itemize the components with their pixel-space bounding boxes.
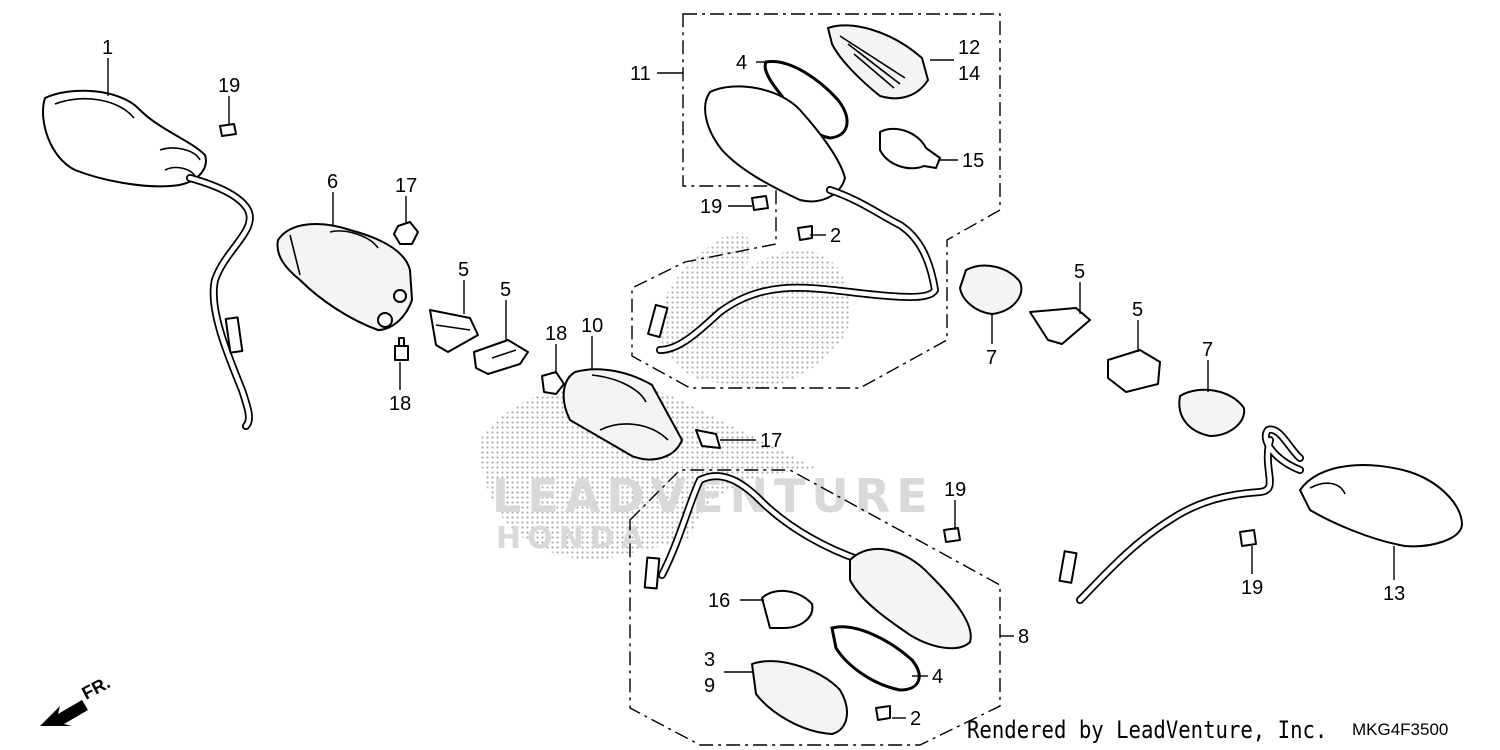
callout-19: 19 (1241, 577, 1263, 599)
left-winker-assembly (42, 89, 254, 430)
callout-16: 16 (708, 590, 730, 612)
callout-13: 13 (1383, 583, 1405, 605)
callout-5: 5 (1132, 299, 1143, 321)
screw-19-upper (751, 195, 769, 211)
callout-19: 19 (944, 479, 966, 501)
callout-6: 6 (327, 171, 338, 193)
grommet-18 (541, 371, 565, 395)
right-winker-assembly (1058, 425, 1463, 604)
callout-17: 17 (760, 430, 782, 452)
assembly-box-11 (631, 13, 1001, 389)
callout-9: 9 (704, 675, 715, 697)
callout-1: 1 (102, 37, 113, 59)
gasket-4-upper (763, 60, 849, 140)
callout-4: 4 (932, 666, 943, 688)
callout-11: 11 (630, 63, 651, 85)
screw-2-lower (875, 705, 891, 721)
socket-5a (429, 309, 479, 353)
callout-5: 5 (500, 279, 511, 301)
holder-7-lower (1178, 388, 1246, 437)
callout-labels: 1 19 6 17 5 5 18 10 18 11 4 12 14 15 19 … (102, 37, 1405, 730)
callout-3: 3 (704, 649, 715, 671)
callout-7: 7 (1202, 339, 1213, 361)
callout-7: 7 (986, 347, 997, 369)
assembly-box-8 (629, 469, 1001, 746)
screw-17 (695, 429, 721, 449)
diagram-ref-code: MKG4F3500 (1352, 720, 1449, 739)
holder-7-upper (959, 264, 1023, 315)
bulb-15 (879, 127, 941, 170)
lens-3-9 (751, 660, 848, 735)
callout-18: 18 (389, 393, 411, 415)
callout-5: 5 (458, 259, 469, 281)
rendered-by-credit: Rendered by LeadVenture, Inc. (967, 716, 1328, 744)
bulb-16 (761, 589, 814, 629)
screw-19-right (1239, 529, 1257, 547)
screw-19-left (219, 123, 237, 137)
leader-lines (107, 58, 1395, 719)
socket-5c (1029, 307, 1091, 345)
callout-17: 17 (395, 175, 417, 197)
watermark-text-2: HONDA (496, 521, 650, 556)
winker-body-lower (643, 472, 972, 650)
socket-5b (473, 339, 529, 375)
gasket-4-lower (830, 625, 921, 692)
callout-10: 10 (581, 315, 603, 337)
callout-15: 15 (962, 150, 984, 172)
callout-2: 2 (910, 708, 921, 730)
winker-body-upper (647, 85, 939, 354)
nut-17 (393, 221, 419, 245)
callout-5: 5 (1074, 261, 1085, 283)
lens-12-14 (827, 24, 929, 100)
screw-19-mid (943, 527, 961, 543)
callout-4: 4 (736, 52, 747, 74)
callout-8: 8 (1018, 626, 1029, 648)
callout-19: 19 (218, 75, 240, 97)
front-arrow-label: FR. (78, 672, 113, 703)
front-arrow: FR. (40, 672, 113, 726)
callout-2: 2 (830, 225, 841, 247)
callout-19: 19 (700, 196, 722, 218)
callout-18: 18 (545, 323, 567, 345)
socket-5d (1107, 349, 1161, 393)
housing-10 (562, 368, 683, 461)
screw-2-upper (797, 225, 813, 241)
callout-12: 12 (958, 37, 980, 59)
watermark: LEADVENTURE HONDA (480, 232, 928, 560)
callout-14: 14 (958, 63, 980, 85)
bracket-6 (276, 223, 413, 331)
bolt-18 (394, 337, 409, 361)
